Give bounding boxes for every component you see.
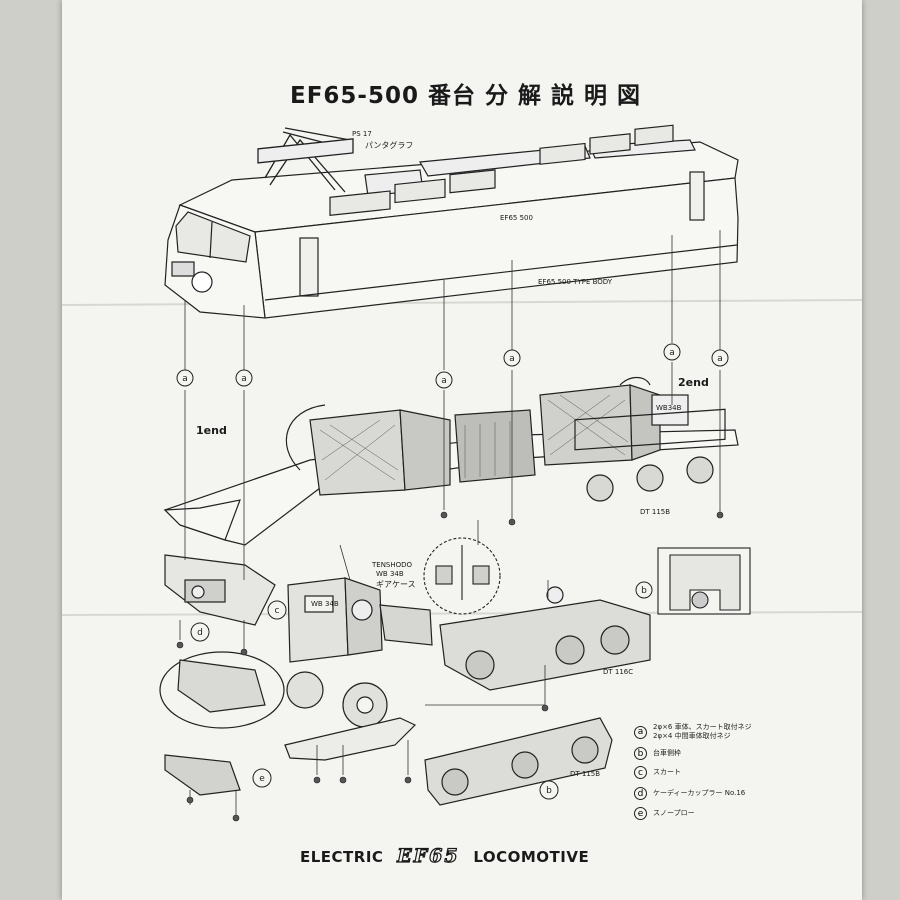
bogie-middle-label: DT 116C (603, 668, 634, 676)
loco-number-label: EF65 500 (500, 214, 533, 222)
body-label: EF65 500 TYPE BODY (538, 278, 613, 286)
legend-e-text: スノープロー (653, 809, 695, 817)
callout-a-4-label: a (509, 354, 515, 364)
gearbox-plate-label: WB 34B (311, 600, 339, 608)
bogie-front-label: DT 115B (570, 770, 601, 778)
chassis-frame-illustration (163, 376, 739, 546)
callout-e (252, 768, 272, 788)
legend-key-d: d (634, 787, 647, 800)
callout-a-6-label: a (717, 354, 723, 364)
callout-a-4 (503, 349, 521, 367)
callout-a-6 (711, 349, 729, 367)
end2-label: 2end (678, 376, 709, 389)
gearbox-model-label: WB 34B (376, 570, 404, 578)
legend-a-line2: 2φ×4 中間車体取付ネジ (653, 732, 731, 740)
bogie-middle-illustration (439, 586, 651, 691)
pantograph-code-label: PS 17 (352, 130, 372, 138)
footer-prefix: ELECTRIC (300, 848, 384, 866)
legend-key-c: c (634, 766, 647, 779)
callout-c-label: c (275, 606, 280, 616)
callout-b-2-label: b (546, 786, 552, 796)
callout-d (190, 622, 210, 642)
bogie-front-illustration (424, 717, 613, 806)
legend-item-b: b 台車側枠 (634, 747, 681, 760)
callout-a-5-label: a (669, 348, 675, 358)
callout-a-2 (235, 369, 253, 387)
legend-key-a: a (634, 725, 647, 739)
snow-plow-illustration (159, 651, 285, 796)
pantograph-name-label: パンタグラフ (365, 141, 414, 150)
pantograph-illustration (257, 127, 354, 193)
legend-key-e: e (634, 807, 647, 820)
locomotive-body-illustration (164, 124, 739, 319)
callout-a-3 (435, 371, 453, 389)
gearbox-name-label: ギアケース (376, 580, 416, 589)
screw-icons (176, 511, 724, 822)
callout-a-3-label: a (441, 376, 447, 386)
callout-b-1 (635, 581, 653, 599)
gearbox-maker-label: TENSHODO (372, 561, 413, 569)
callout-a-1-label: a (182, 374, 188, 384)
leader-lines (179, 230, 721, 815)
inset-detail-b (657, 547, 751, 615)
footer-title: ELECTRIC EF65 LOCOMOTIVE (300, 844, 590, 867)
callout-b-2 (539, 780, 559, 800)
legend-key-b: b (634, 747, 647, 760)
motor-plate-label: WB34B (656, 404, 682, 412)
legend-a-line1: 2φ×6 車体、スカート取付ネジ (653, 723, 752, 731)
legend-b-text: 台車側枠 (653, 749, 681, 757)
gear-case-illustration (287, 577, 433, 663)
callout-e-label: e (259, 774, 265, 784)
callout-markers (176, 343, 729, 800)
end1-label: 1end (196, 424, 227, 437)
callout-a-5 (663, 343, 681, 361)
callout-a-1 (176, 369, 194, 387)
callout-c (267, 600, 287, 620)
wheelset-illustration (284, 671, 417, 761)
legend-item-c: c スカート (634, 766, 681, 779)
legend-item-d: d ケーディーカップラー No.16 (634, 787, 745, 800)
legend-item-e: e スノープロー (634, 807, 695, 820)
skirt-illustration (164, 554, 276, 626)
document-title: EF65-500 番台 分 解 説 明 図 (290, 83, 642, 109)
ef65-logo: EF65 (397, 844, 460, 867)
callout-a-2-label: a (241, 374, 247, 384)
callout-d-label: d (197, 628, 203, 638)
legend-c-text: スカート (653, 768, 681, 776)
footer-suffix: LOCOMOTIVE (473, 848, 590, 866)
legend-d-text: ケーディーカップラー No.16 (653, 789, 746, 797)
inset-detail-w (423, 537, 501, 615)
legend-item-a: a 2φ×6 車体、スカート取付ネジ 2φ×4 中間車体取付ネジ (634, 723, 752, 741)
callout-b-1-label: b (641, 586, 647, 596)
bogie-rear-label: DT 115B (640, 508, 671, 516)
